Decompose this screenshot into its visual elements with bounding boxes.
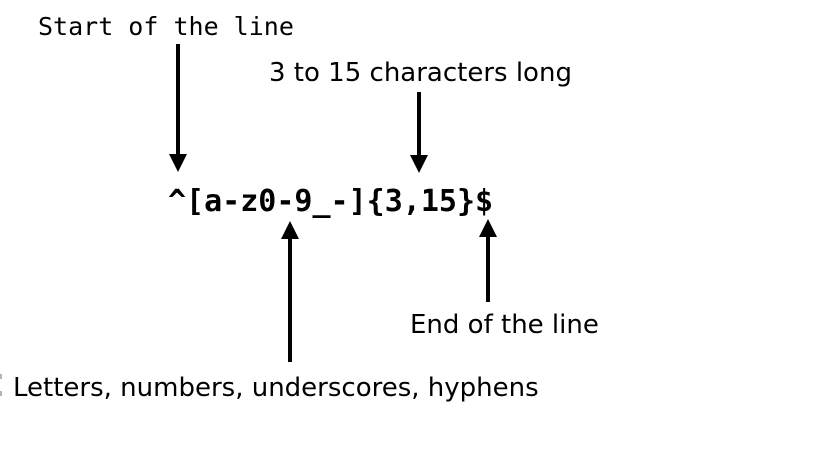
edge-artifact-mark — [0, 391, 2, 396]
arrow-line — [417, 92, 421, 157]
arrow-line — [486, 235, 490, 302]
arrow-up-icon — [479, 219, 497, 237]
arrow-line — [288, 237, 292, 362]
arrow-down-icon — [410, 155, 428, 173]
arrow-line — [176, 44, 180, 156]
character-class-label: Letters, numbers, underscores, hyphens — [13, 373, 539, 403]
regex-pattern-text: ^[a-z0-9_-]{3,15}$ — [168, 184, 494, 219]
arrow-down-icon — [169, 154, 187, 172]
arrow-up-icon — [281, 221, 299, 239]
edge-artifact-mark — [0, 374, 2, 379]
length-label: 3 to 15 characters long — [269, 58, 572, 88]
end-of-line-label: End of the line — [410, 310, 599, 340]
start-of-line-label: Start of the line — [38, 12, 294, 41]
